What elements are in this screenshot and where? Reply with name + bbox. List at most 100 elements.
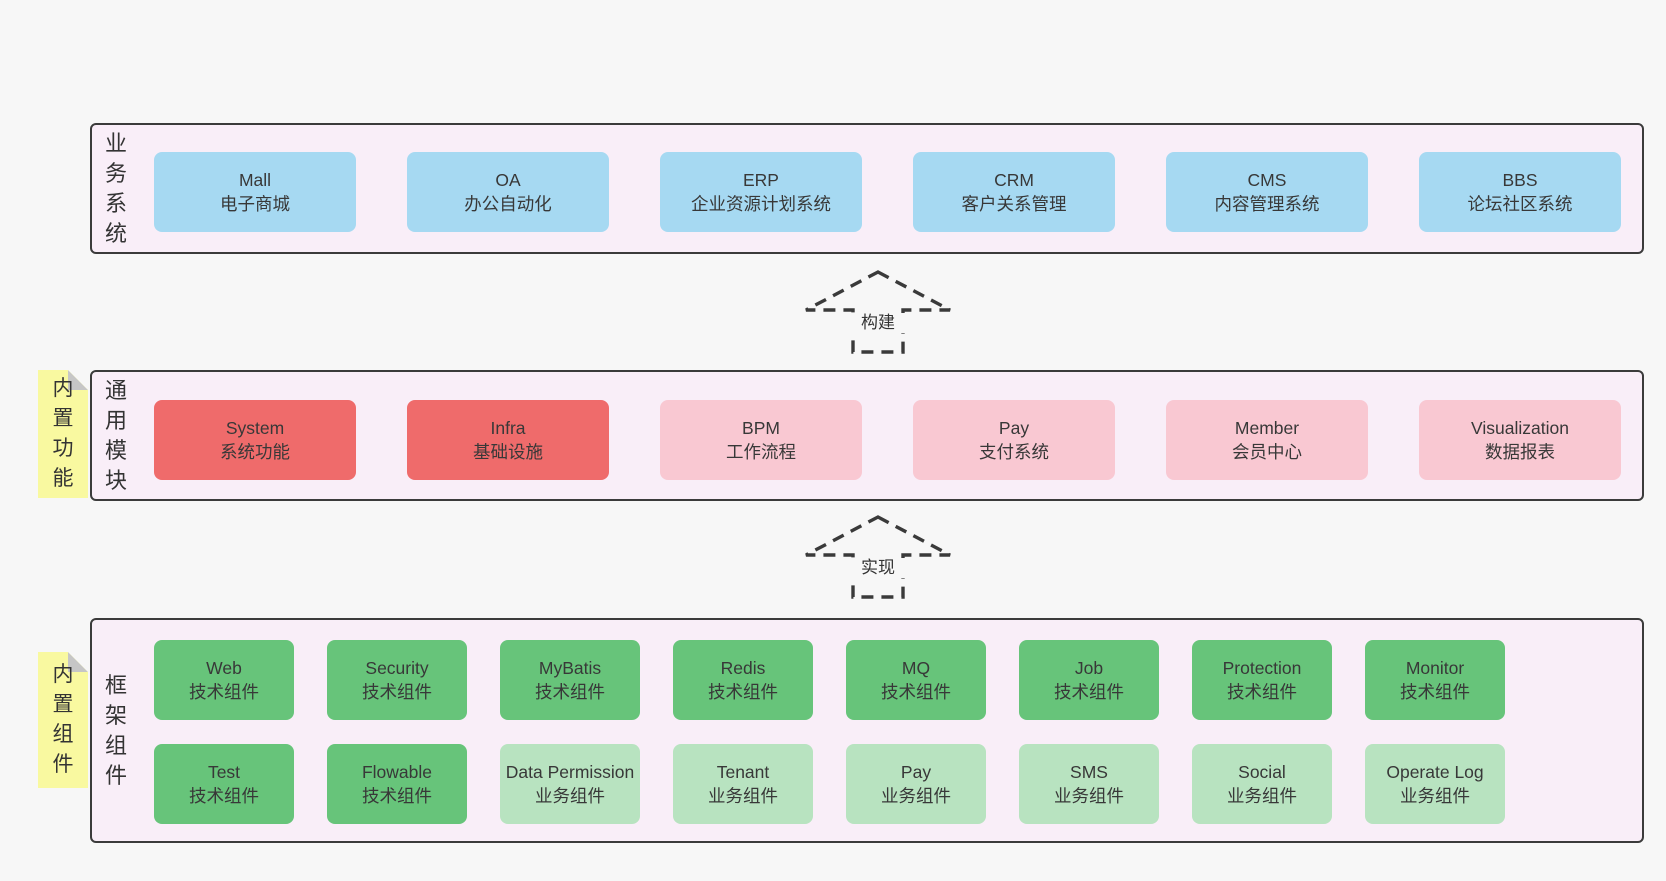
layer-business-systems: 业务系统 Mall 电子商城 OA 办公自动化 ERP 企业资源计划系统 CRM… bbox=[90, 123, 1644, 254]
box-redis: Redis 技术组件 bbox=[673, 640, 813, 720]
box-pay-biz: Pay 业务组件 bbox=[846, 744, 986, 824]
box-title-en: CRM bbox=[994, 170, 1034, 190]
layer-label-business-systems: 业务系统 bbox=[104, 130, 127, 246]
box-protection: Protection 技术组件 bbox=[1192, 640, 1332, 720]
box-erp: ERP 企业资源计划系统 bbox=[660, 152, 862, 232]
business-systems-row: Mall 电子商城 OA 办公自动化 ERP 企业资源计划系统 CRM 客户关系… bbox=[154, 152, 1621, 232]
arrow-implement-label: 实现 bbox=[850, 558, 906, 578]
box-title-zh: 电子商城 bbox=[220, 194, 290, 214]
box-data-permission: Data Permission 业务组件 bbox=[500, 744, 640, 824]
box-title-zh: 技术组件 bbox=[535, 682, 605, 702]
up-arrow-build bbox=[805, 270, 951, 354]
box-mq: MQ 技术组件 bbox=[846, 640, 986, 720]
box-title-zh: 会员中心 bbox=[1232, 442, 1302, 462]
box-title-en: Monitor bbox=[1405, 658, 1465, 678]
box-title-en: Redis bbox=[720, 658, 766, 678]
box-title-zh: 业务组件 bbox=[1054, 786, 1124, 806]
box-title-zh: 技术组件 bbox=[362, 786, 432, 806]
box-member: Member 会员中心 bbox=[1166, 400, 1368, 480]
box-social: Social 业务组件 bbox=[1192, 744, 1332, 824]
box-title-zh: 业务组件 bbox=[1227, 786, 1297, 806]
box-crm: CRM 客户关系管理 bbox=[913, 152, 1115, 232]
box-title-en: CMS bbox=[1247, 170, 1287, 190]
box-title-zh: 业务组件 bbox=[881, 786, 951, 806]
box-title-en: Visualization bbox=[1471, 418, 1569, 438]
box-oa: OA 办公自动化 bbox=[407, 152, 609, 232]
box-title-zh: 技术组件 bbox=[1054, 682, 1124, 702]
box-title-en: OA bbox=[495, 170, 521, 190]
box-title-en: BPM bbox=[742, 418, 780, 438]
sticky-note-builtin-features: 内置功能 bbox=[38, 370, 88, 498]
box-title-zh: 业务组件 bbox=[1400, 786, 1470, 806]
box-title-en: Pay bbox=[998, 418, 1030, 438]
box-title-en: Operate Log bbox=[1386, 762, 1484, 782]
box-title-en: Web bbox=[206, 658, 242, 678]
framework-components-row-1: Web 技术组件 Security 技术组件 MyBatis 技术组件 Redi… bbox=[154, 640, 1505, 720]
box-title-en: Infra bbox=[490, 418, 526, 438]
box-bpm: BPM 工作流程 bbox=[660, 400, 862, 480]
box-title-en: Flowable bbox=[361, 762, 433, 782]
up-arrow-outline bbox=[805, 515, 951, 599]
box-title-zh: 技术组件 bbox=[708, 682, 778, 702]
box-title-zh: 内容管理系统 bbox=[1214, 194, 1320, 214]
box-title-zh: 技术组件 bbox=[362, 682, 432, 702]
box-title-en: Tenant bbox=[716, 762, 770, 782]
box-pay-system: Pay 支付系统 bbox=[913, 400, 1115, 480]
box-system: System 系统功能 bbox=[154, 400, 356, 480]
box-tenant: Tenant 业务组件 bbox=[673, 744, 813, 824]
box-title-zh: 技术组件 bbox=[189, 786, 259, 806]
box-web: Web 技术组件 bbox=[154, 640, 294, 720]
box-title-en: Job bbox=[1074, 658, 1104, 678]
box-infra: Infra 基础设施 bbox=[407, 400, 609, 480]
box-monitor: Monitor 技术组件 bbox=[1365, 640, 1505, 720]
box-title-en: Security bbox=[365, 658, 429, 678]
box-title-zh: 技术组件 bbox=[1227, 682, 1297, 702]
box-visualization: Visualization 数据报表 bbox=[1419, 400, 1621, 480]
box-test: Test 技术组件 bbox=[154, 744, 294, 824]
box-title-en: SMS bbox=[1070, 762, 1108, 782]
box-title-en: Social bbox=[1238, 762, 1286, 782]
box-title-zh: 技术组件 bbox=[1400, 682, 1470, 702]
box-title-zh: 技术组件 bbox=[189, 682, 259, 702]
box-title-zh: 支付系统 bbox=[979, 442, 1049, 462]
box-title-en: Pay bbox=[900, 762, 932, 782]
layer-label-framework-components: 框架组件 bbox=[104, 672, 127, 788]
box-cms: CMS 内容管理系统 bbox=[1166, 152, 1368, 232]
box-title-zh: 基础设施 bbox=[473, 442, 543, 462]
box-sms: SMS 业务组件 bbox=[1019, 744, 1159, 824]
box-title-zh: 客户关系管理 bbox=[961, 194, 1067, 214]
box-job: Job 技术组件 bbox=[1019, 640, 1159, 720]
box-title-zh: 业务组件 bbox=[535, 786, 605, 806]
box-title-zh: 业务组件 bbox=[708, 786, 778, 806]
layer-common-modules: 通用模块 System 系统功能 Infra 基础设施 BPM 工作流程 Pay… bbox=[90, 370, 1644, 501]
up-arrow-implement bbox=[805, 515, 951, 599]
framework-components-row-2: Test 技术组件 Flowable 技术组件 Data Permission … bbox=[154, 744, 1505, 824]
box-mall: Mall 电子商城 bbox=[154, 152, 356, 232]
box-title-en: Member bbox=[1234, 418, 1300, 438]
box-title-en: MyBatis bbox=[538, 658, 602, 678]
box-operate-log: Operate Log 业务组件 bbox=[1365, 744, 1505, 824]
box-title-zh: 数据报表 bbox=[1485, 442, 1555, 462]
box-title-en: BBS bbox=[1502, 170, 1538, 190]
layer-label-common-modules: 通用模块 bbox=[104, 377, 127, 493]
sticky-note-text: 内置组件 bbox=[52, 663, 74, 776]
box-security: Security 技术组件 bbox=[327, 640, 467, 720]
box-title-zh: 技术组件 bbox=[881, 682, 951, 702]
box-title-zh: 论坛社区系统 bbox=[1467, 194, 1573, 214]
box-title-en: Test bbox=[207, 762, 241, 782]
box-title-zh: 企业资源计划系统 bbox=[691, 194, 831, 214]
box-title-zh: 系统功能 bbox=[220, 442, 290, 462]
box-bbs: BBS 论坛社区系统 bbox=[1419, 152, 1621, 232]
box-title-en: MQ bbox=[901, 658, 931, 678]
arrow-build-label: 构建 bbox=[850, 313, 906, 333]
common-modules-row: System 系统功能 Infra 基础设施 BPM 工作流程 Pay 支付系统… bbox=[154, 400, 1621, 480]
layer-framework-components: 框架组件 Web 技术组件 Security 技术组件 MyBatis 技术组件… bbox=[90, 618, 1644, 843]
box-title-en: Data Permission bbox=[505, 762, 635, 782]
sticky-note-text: 内置功能 bbox=[52, 377, 74, 490]
box-title-en: ERP bbox=[743, 170, 779, 190]
box-title-en: System bbox=[225, 418, 285, 438]
box-title-zh: 办公自动化 bbox=[464, 194, 552, 214]
box-title-zh: 工作流程 bbox=[726, 442, 796, 462]
box-flowable: Flowable 技术组件 bbox=[327, 744, 467, 824]
up-arrow-outline bbox=[805, 270, 951, 354]
